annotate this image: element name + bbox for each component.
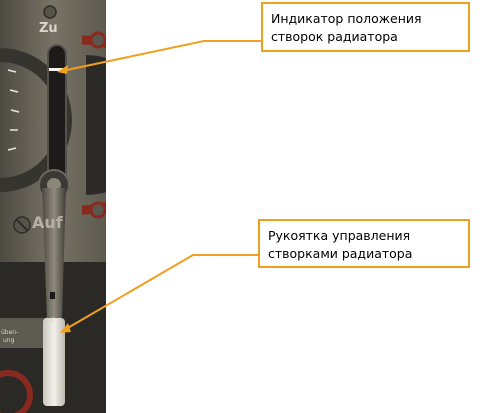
callout-handle-text: Рукоятка управления створками радиатора xyxy=(268,228,413,261)
callout-indicator: Индикатор положения створок радиатора xyxy=(261,2,470,52)
callout-handle: Рукоятка управления створками радиатора xyxy=(258,219,470,268)
callout-indicator-text: Индикатор положения створок радиатора xyxy=(271,11,422,44)
label-auf: Auf xyxy=(32,213,64,232)
label-auf-small: Auf xyxy=(44,317,55,324)
label-ueben: üben- xyxy=(1,329,18,336)
label-zu: Zu xyxy=(39,21,58,36)
label-ung: ung xyxy=(3,337,15,344)
cockpit-panel-photo: Zu Auf Auf üben- ung xyxy=(0,0,106,413)
